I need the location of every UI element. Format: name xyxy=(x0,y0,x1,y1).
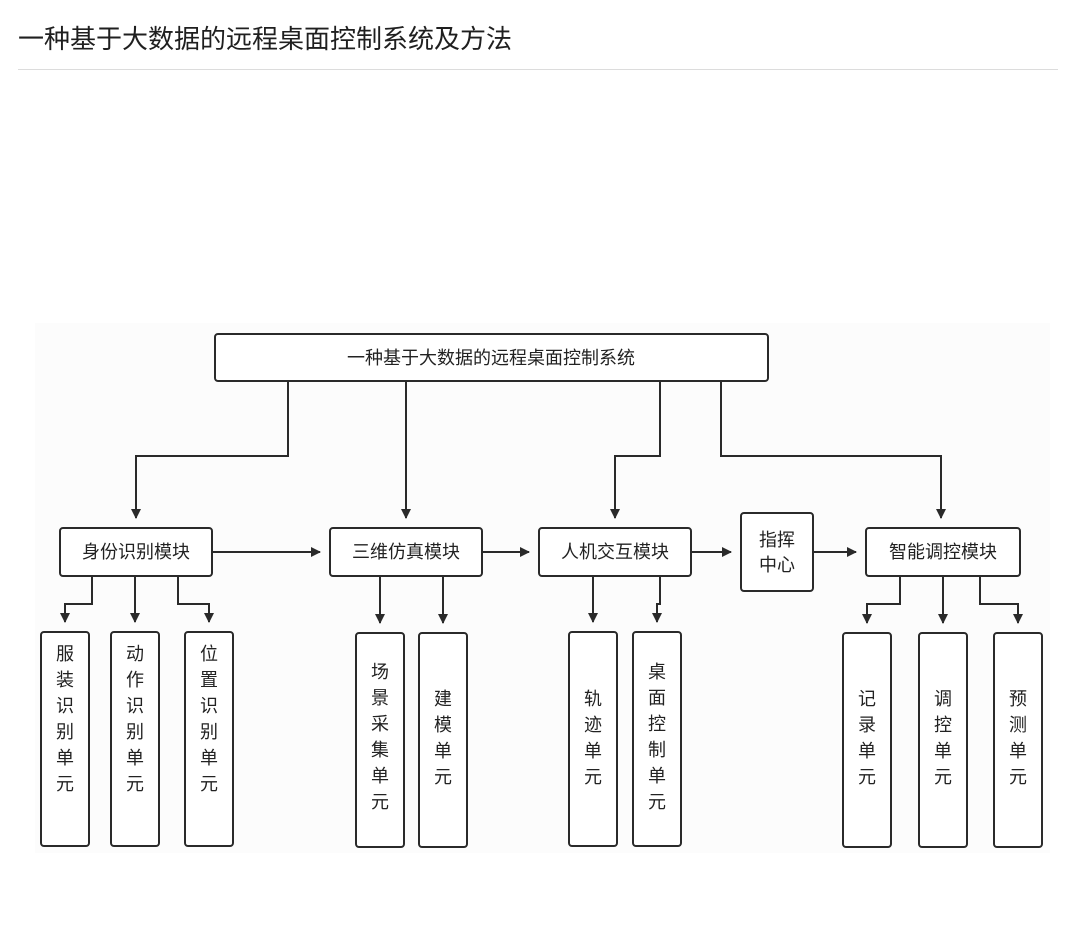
unit-desktop-label: 桌面控制单元 xyxy=(648,662,666,813)
unit-regulate-box xyxy=(918,632,968,848)
connector-root-identity xyxy=(131,381,289,519)
module-simulation-label: 三维仿真模块 xyxy=(352,542,460,563)
command-center-box xyxy=(740,512,814,592)
unit-action-label: 动作识别单元 xyxy=(126,644,144,795)
unit-action-box xyxy=(110,631,160,847)
unit-modeling-box xyxy=(418,632,468,848)
unit-desktop-box xyxy=(632,631,682,847)
module-identity-label: 身份识别模块 xyxy=(82,542,190,563)
unit-record-label: 记录单元 xyxy=(858,689,876,788)
connector-root-intelligent xyxy=(720,381,946,519)
root-system-box xyxy=(214,333,769,382)
title-divider xyxy=(18,69,1058,70)
unit-trajectory-label: 轨迹单元 xyxy=(584,689,602,788)
page-title: 一种基于大数据的远程桌面控制系统及方法 xyxy=(18,25,513,55)
unit-scene-box xyxy=(355,632,405,848)
unit-position-label: 位置识别单元 xyxy=(200,644,218,795)
connector-identity-position xyxy=(177,576,214,623)
unit-scene-label: 场景采集单元 xyxy=(371,662,389,813)
command-center-label-line1: 指挥 xyxy=(759,530,795,551)
unit-predict-box xyxy=(993,632,1043,848)
unit-regulate-label: 调控单元 xyxy=(934,689,952,788)
unit-position-box xyxy=(184,631,234,847)
unit-modeling-label: 建模单元 xyxy=(434,689,452,788)
unit-clothing-label: 服装识别单元 xyxy=(56,644,74,795)
command-center-label-line2: 中心 xyxy=(759,555,795,576)
unit-record-box xyxy=(842,632,892,848)
connector-interaction-desktop xyxy=(652,576,662,623)
connector-root-interaction xyxy=(610,381,661,519)
module-interaction-label: 人机交互模块 xyxy=(561,542,669,563)
connector-intelligent-predict xyxy=(979,576,1023,624)
connector-identity-clothing xyxy=(60,576,93,623)
unit-trajectory-box xyxy=(568,631,618,847)
connector-intelligent-record xyxy=(862,576,901,624)
unit-predict-label: 预测单元 xyxy=(1009,689,1027,788)
module-intelligent-label: 智能调控模块 xyxy=(889,542,997,563)
unit-clothing-box xyxy=(40,631,90,847)
root-system-label: 一种基于大数据的远程桌面控制系统 xyxy=(347,348,635,369)
